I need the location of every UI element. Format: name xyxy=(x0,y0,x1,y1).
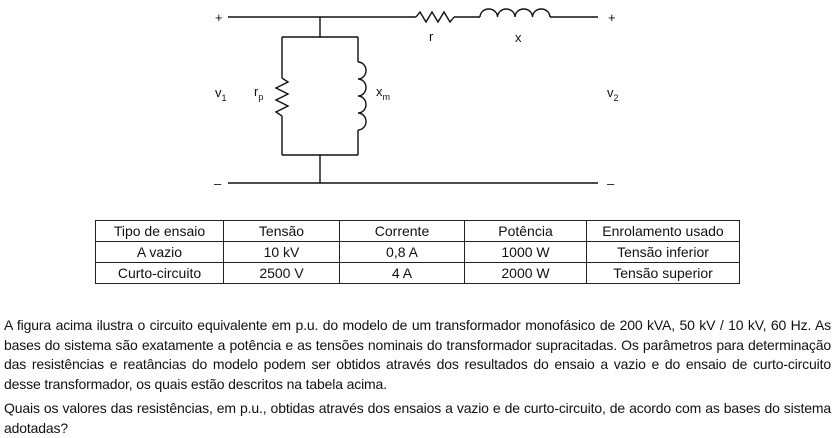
label-xm: xm xyxy=(376,84,390,102)
header-corrente: Corrente xyxy=(339,220,465,242)
question-text: Quais os valores das resistências, em p.… xyxy=(4,400,831,436)
table-header-row: Tipo de ensaio Tensão Corrente Potência … xyxy=(95,220,740,242)
plus-right: + xyxy=(608,10,616,25)
cell-corrente: 4 A xyxy=(339,262,465,284)
cell-corrente: 0,8 A xyxy=(339,241,465,263)
series-inductor-x xyxy=(479,8,551,18)
cell-tipo: A vazio xyxy=(95,241,224,263)
header-tipo-de-ensaio: Tipo de ensaio xyxy=(95,220,224,242)
label-x: x xyxy=(515,30,522,45)
label-v2: v2 xyxy=(607,85,619,103)
table-row: Curto-circuito 2500 V 4 A 2000 W Tensão … xyxy=(95,262,740,284)
plus-left: + xyxy=(215,10,223,25)
problem-paragraph: A figura acima ilustra o circuito equiva… xyxy=(4,317,831,392)
shunt-inductor-xm xyxy=(357,61,367,131)
cell-potencia: 2000 W xyxy=(464,262,587,284)
cell-tensao: 2500 V xyxy=(223,262,340,284)
label-rp: rp xyxy=(254,84,263,102)
cell-enrolamento: Tensão superior xyxy=(586,262,740,284)
minus-left: – xyxy=(214,176,222,191)
header-enrolamento: Enrolamento usado xyxy=(586,220,740,242)
table-row: A vazio 10 kV 0,8 A 1000 W Tensão inferi… xyxy=(95,241,740,263)
cell-tipo: Curto-circuito xyxy=(95,262,224,284)
cell-potencia: 1000 W xyxy=(464,241,587,263)
minus-right: – xyxy=(607,176,615,191)
cell-enrolamento: Tensão inferior xyxy=(586,241,740,263)
test-results-table: Tipo de ensaio Tensão Corrente Potência … xyxy=(95,220,740,284)
shunt-resistor-rp xyxy=(274,77,290,117)
header-potencia: Potência xyxy=(464,220,587,242)
equivalent-circuit-diagram: + + – – r x v1 v2 rp xm xyxy=(214,8,619,191)
label-v1: v1 xyxy=(215,85,227,103)
label-r: r xyxy=(429,29,434,44)
header-tensao: Tensão xyxy=(223,220,340,242)
cell-tensao: 10 kV xyxy=(223,241,340,263)
series-resistor-r xyxy=(415,10,455,24)
